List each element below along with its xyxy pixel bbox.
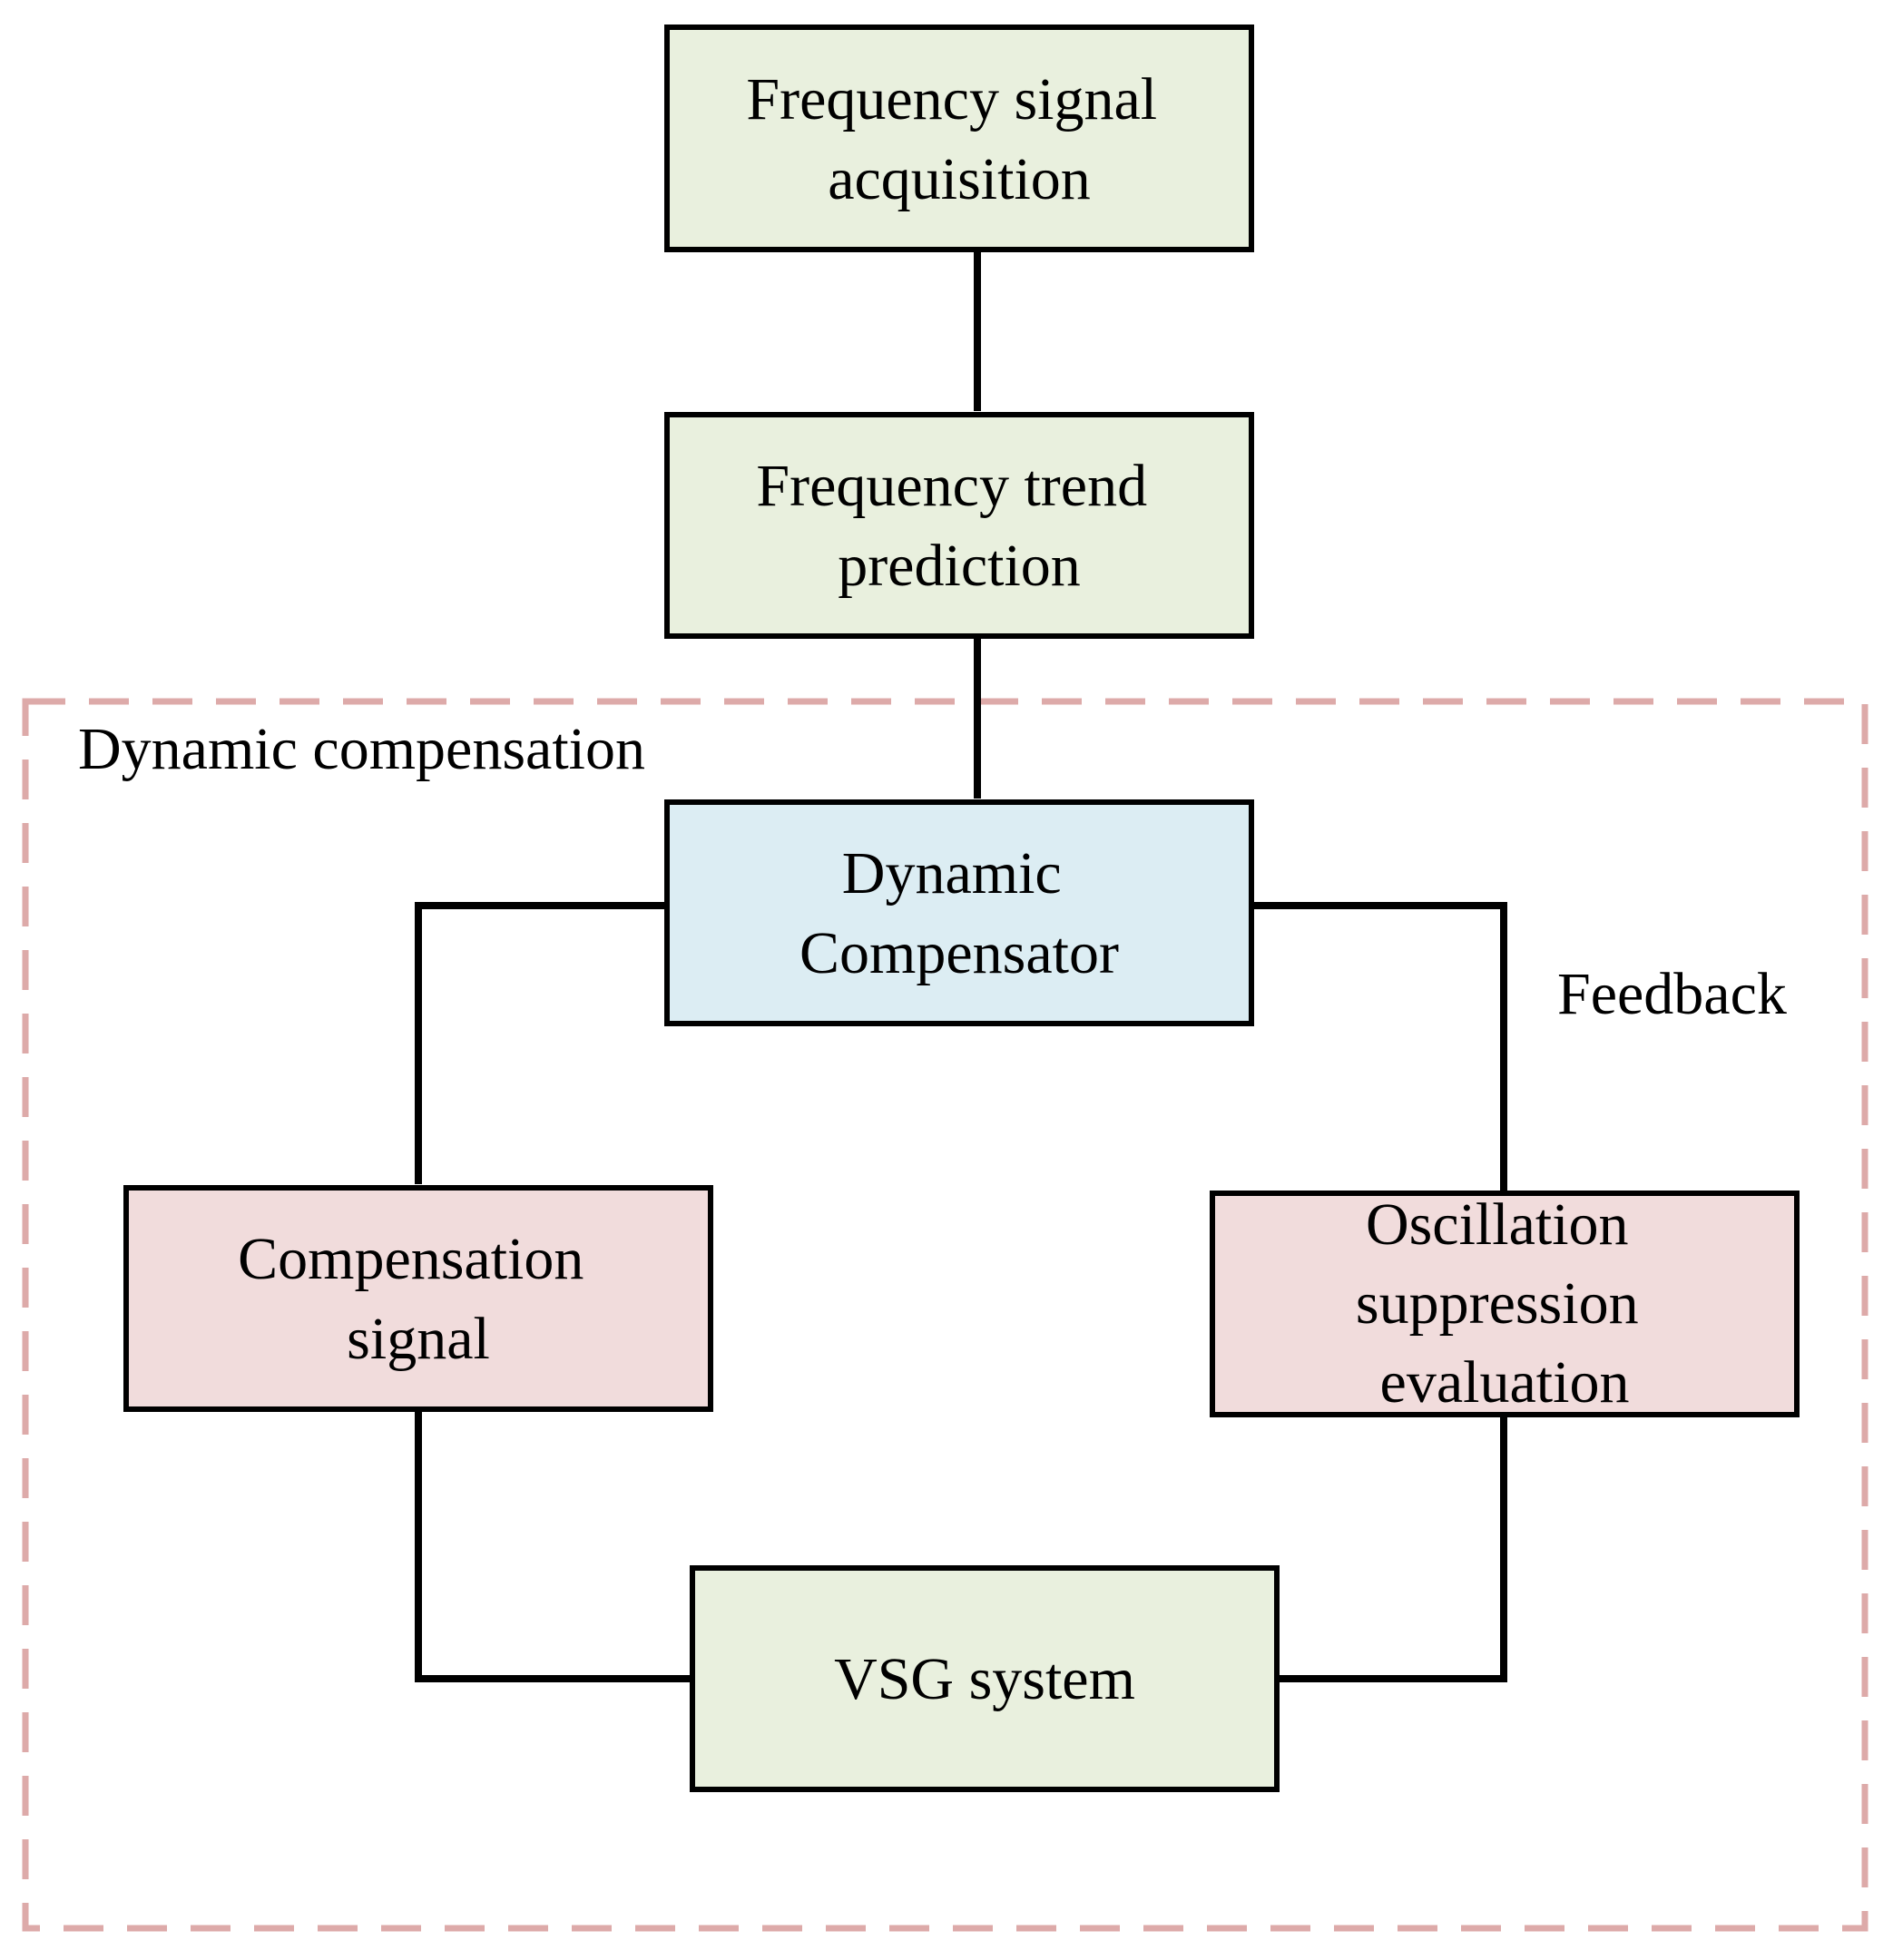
box-label: VSG system	[834, 1646, 1135, 1712]
arrow-compensator-to-signal	[415, 902, 667, 1184]
arrow-signal-to-vsg	[415, 1409, 692, 1682]
box-compensation-signal: Compensation signal	[123, 1185, 713, 1412]
box-label: Compensation signal	[238, 1226, 599, 1372]
box-vsg-system: VSG system	[690, 1565, 1280, 1792]
box-label: Oscillation suppression evaluation	[1356, 1191, 1653, 1416]
connectors	[415, 251, 1507, 1682]
feedback-label: Feedback	[1557, 961, 1787, 1027]
group-title: Dynamic compensation	[78, 716, 645, 782]
dynamic-compensation-group	[22, 698, 1868, 1932]
arrow-feedback-to-compensator	[1252, 902, 1507, 1191]
box-dynamic-compensator: Dynamic Compensator	[664, 799, 1254, 1026]
box-label: Frequency trend prediction	[756, 453, 1162, 599]
box-oscillation-suppression-evaluation: Oscillation suppression evaluation	[1210, 1191, 1800, 1417]
box-frequency-trend-prediction: Frequency trend prediction	[664, 412, 1254, 639]
box-frequency-signal-acquisition: Frequency signal acquisition	[664, 24, 1254, 252]
arrow-vsg-to-evaluation	[1275, 1416, 1507, 1682]
box-label: Frequency signal acquisition	[746, 66, 1172, 212]
box-label: Dynamic Compensator	[799, 840, 1119, 986]
